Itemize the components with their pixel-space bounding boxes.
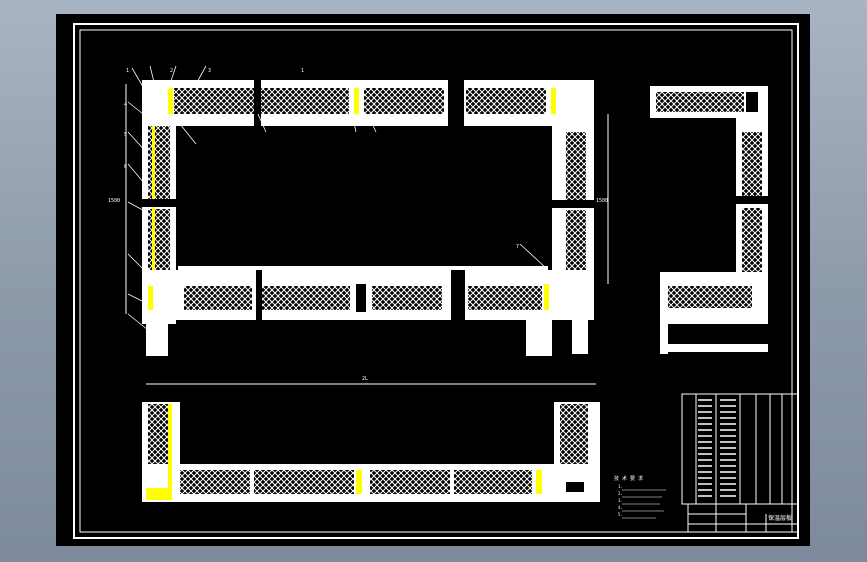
parts-list xyxy=(681,393,799,505)
callout-2: 2 xyxy=(170,68,173,74)
note-line-3: 3. xyxy=(618,498,623,503)
drawing-canvas[interactable]: 1500 1500 1 1 2 3 4 5 6 7 xyxy=(56,14,810,546)
title-block: 保温层板 xyxy=(687,503,799,533)
inner-opening xyxy=(176,126,552,270)
inner-border xyxy=(79,29,793,533)
left-dimension-text: 1500 xyxy=(108,198,120,204)
callout-1: 1 xyxy=(126,68,129,74)
callout-6: 6 xyxy=(124,164,127,170)
bottom-section-view: 2L xyxy=(142,376,600,502)
note-line-2: 2. xyxy=(618,491,623,496)
callout-5: 5 xyxy=(124,132,127,138)
note-line-1: 1. xyxy=(618,484,623,489)
outer-border xyxy=(73,23,799,539)
drawing-sheet: 1500 1500 1 1 2 3 4 5 6 7 xyxy=(56,14,810,546)
callout-3: 3 xyxy=(208,68,211,74)
technical-notes: 技 术 要 求 1. 2. 3. 4. 5. xyxy=(614,475,666,519)
main-section-view: 1500 1500 1 1 2 3 4 5 6 7 xyxy=(108,65,609,356)
note-line-5: 5. xyxy=(618,512,623,517)
side-section-view xyxy=(650,86,772,354)
callout-4: 4 xyxy=(124,102,127,108)
top-dimension-text: 1 xyxy=(301,68,304,74)
bottom-dimension-text: 2L xyxy=(362,376,368,382)
title-cell-text: 保温层板 xyxy=(768,514,792,522)
right-dimension-text: 1500 xyxy=(596,198,608,204)
notes-heading: 技 术 要 求 xyxy=(614,475,643,482)
callout-7: 7 xyxy=(516,244,519,250)
note-line-4: 4. xyxy=(618,505,623,510)
